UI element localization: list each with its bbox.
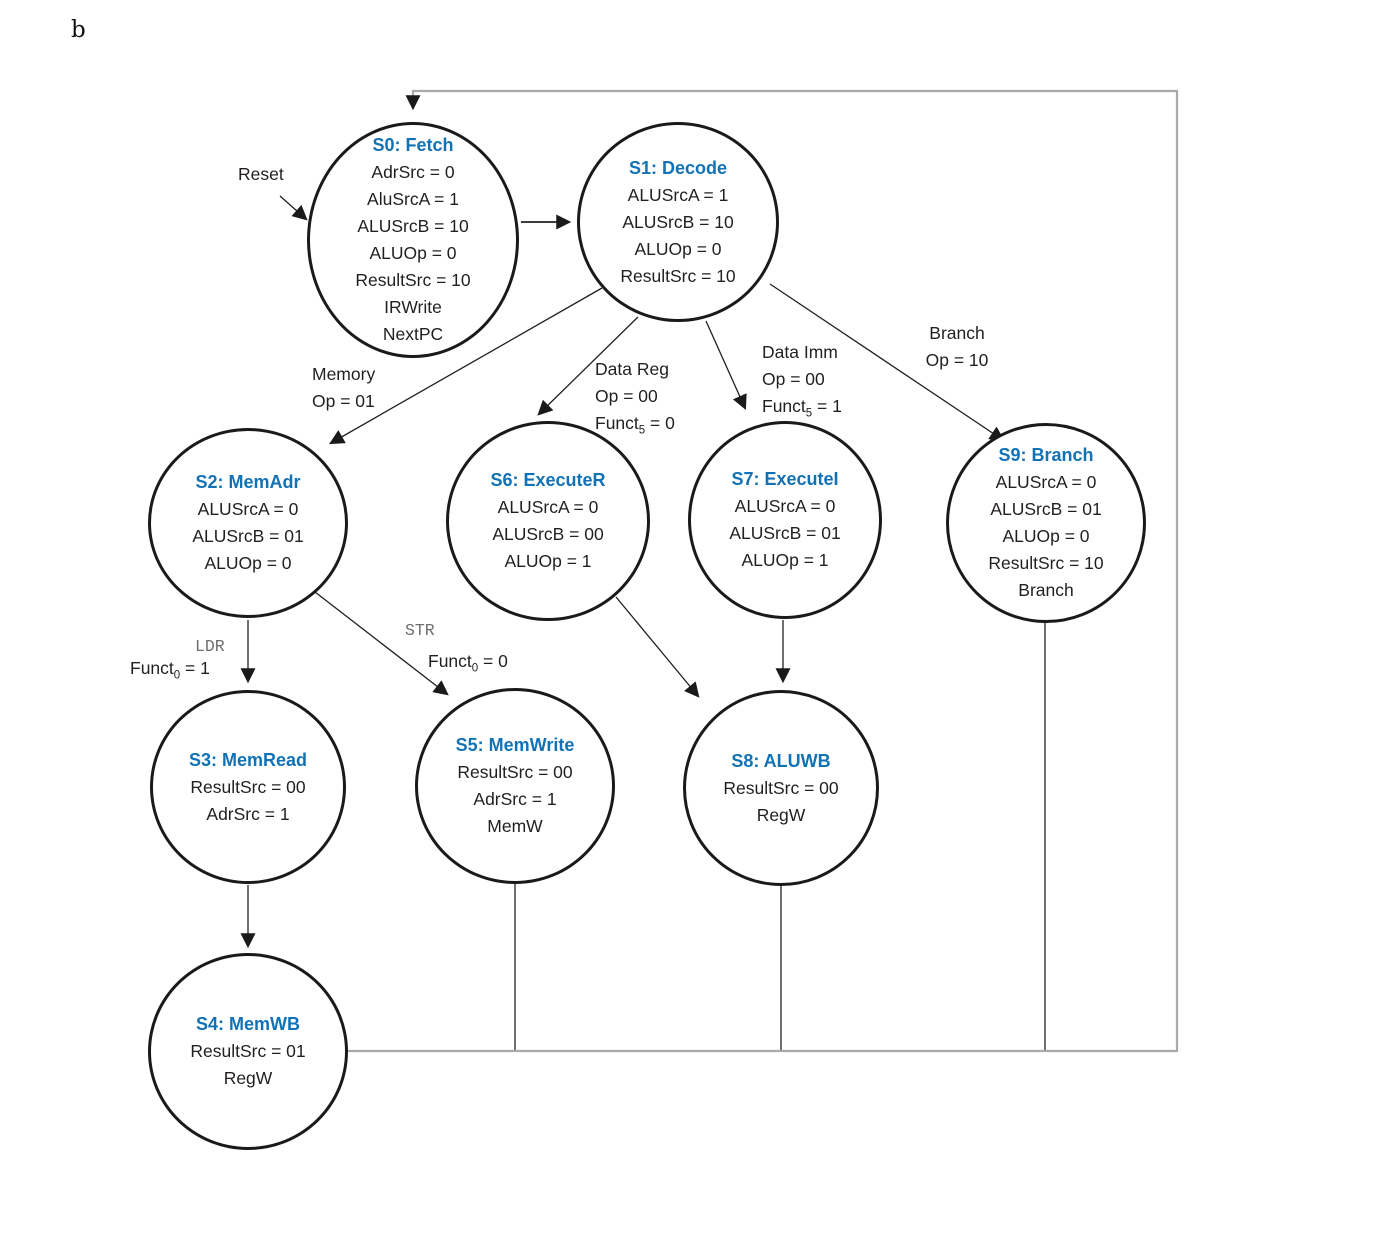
state-title: S0: Fetch	[372, 135, 454, 155]
transition-name: Data Imm	[762, 342, 838, 362]
state-line: ALUSrcA = 1	[627, 184, 729, 205]
state-line: AluSrcA = 1	[367, 189, 459, 209]
funct-subscript: 5	[805, 407, 813, 420]
state-title: S7: ExecuteI	[731, 469, 839, 489]
state-line: ResultSrc = 10	[988, 553, 1104, 573]
funct-text: Funct	[130, 658, 174, 678]
transition-condition: Funct5 = 0	[595, 410, 675, 437]
s1-to-s9-arrow	[769, 283, 1005, 442]
state-line: ALUOp = 0	[634, 238, 722, 259]
transition-condition: Op = 01	[312, 391, 375, 411]
state-title: S1: Decode	[628, 157, 728, 178]
state-s6-executer: S6: ExecuteR ALUSrcA = 0 ALUSrcB = 00 AL…	[446, 421, 650, 621]
state-line: ResultSrc = 00	[190, 776, 306, 797]
s6-to-s8-arrow	[615, 596, 700, 698]
state-line: Branch	[1018, 580, 1074, 600]
s2-to-s5-arrow	[314, 591, 449, 696]
reset-arrow	[279, 195, 308, 221]
transition-name: Memory	[312, 364, 376, 384]
data-reg-transition-label: Data Reg Op = 00 Funct5 = 0	[595, 356, 675, 437]
feedback-loop-line	[348, 89, 1179, 1053]
state-line: ResultSrc = 00	[723, 777, 839, 798]
state-line: IRWrite	[384, 297, 442, 317]
state-s3-memread: S3: MemRead ResultSrc = 00 AdrSrc = 1	[150, 690, 346, 884]
state-line: ResultSrc = 01	[190, 1041, 306, 1061]
state-line: ALUOp = 0	[369, 243, 457, 263]
state-title: S4: MemWB	[195, 1014, 300, 1034]
transition-condition: Funct5 = 1	[762, 393, 842, 420]
state-line: AdrSrc = 0	[371, 162, 455, 182]
funct-subscript: 5	[638, 424, 646, 437]
funct-text: Funct	[595, 413, 639, 433]
transition-condition: Op = 10	[925, 350, 989, 370]
state-line: ResultSrc = 10	[355, 270, 471, 290]
state-s1-decode: S1: Decode ALUSrcA = 1 ALUSrcB = 10 ALUO…	[577, 122, 779, 322]
state-line: ALUSrcB = 10	[357, 216, 469, 236]
transition-name: Data Reg	[595, 359, 669, 379]
state-line: ALUSrcA = 0	[995, 472, 1097, 492]
state-line: AdrSrc = 1	[473, 789, 557, 809]
reset-label: Reset	[238, 164, 284, 184]
state-line: MemW	[487, 816, 543, 836]
transition-condition: Op = 00	[595, 386, 658, 406]
state-line: ResultSrc = 00	[457, 762, 573, 782]
transition-name: Branch	[929, 323, 985, 343]
data-imm-transition-label: Data Imm Op = 00 Funct5 = 1	[762, 339, 842, 420]
state-title: S2: MemAdr	[195, 472, 301, 492]
state-line: NextPC	[382, 324, 444, 344]
state-s2-memadr: S2: MemAdr ALUSrcA = 0 ALUSrcB = 01 ALUO…	[148, 428, 348, 618]
state-line: ALUSrcB = 01	[990, 499, 1102, 519]
state-line: AdrSrc = 1	[206, 803, 290, 824]
figure-label: b	[71, 17, 86, 43]
state-s8-aluwb: S8: ALUWB ResultSrc = 00 RegW	[683, 690, 879, 886]
transition-condition: Op = 00	[762, 369, 825, 389]
funct-text: Funct	[762, 396, 806, 416]
s1-to-s2-arrow	[329, 287, 603, 445]
state-s4-memwb: S4: MemWB ResultSrc = 01 RegW	[148, 953, 348, 1150]
state-line: RegW	[223, 1068, 273, 1088]
state-line: ResultSrc = 10	[620, 265, 736, 286]
memory-transition-label: Memory Op = 01	[312, 361, 375, 415]
state-line: ALUOp = 0	[1002, 526, 1090, 546]
ldr-condition-label: Funct0 = 1	[130, 655, 210, 682]
state-title: S5: MemWrite	[455, 735, 575, 755]
state-line: ALUOp = 1	[741, 550, 829, 570]
state-title: S6: ExecuteR	[490, 470, 606, 490]
funct-value: = 1	[180, 658, 210, 678]
state-line: ALUSrcB = 01	[192, 526, 304, 546]
state-title: S8: ALUWB	[731, 750, 831, 771]
funct-subscript: 0	[173, 669, 181, 682]
funct-text: Funct	[428, 651, 472, 671]
s1-to-s7-arrow	[705, 320, 747, 411]
funct-value: = 0	[478, 651, 508, 671]
state-line: ALUSrcA = 0	[734, 496, 836, 516]
state-s0-fetch: S0: Fetch AdrSrc = 0 AluSrcA = 1 ALUSrcB…	[307, 122, 519, 358]
s1-to-s6-arrow	[537, 316, 639, 416]
funct-value: = 0	[645, 413, 675, 433]
state-line: RegW	[756, 804, 806, 825]
state-s7-executei: S7: ExecuteI ALUSrcA = 0 ALUSrcB = 01 AL…	[688, 421, 882, 619]
funct-value: = 1	[812, 396, 842, 416]
state-line: ALUSrcA = 0	[197, 499, 299, 519]
state-title: S3: MemRead	[188, 749, 308, 770]
funct-subscript: 0	[471, 662, 479, 675]
state-line: ALUSrcB = 01	[729, 523, 841, 543]
state-title: S9: Branch	[998, 445, 1094, 465]
state-s5-memwrite: S5: MemWrite ResultSrc = 00 AdrSrc = 1 M…	[415, 688, 615, 884]
str-mnemonic-label: STR	[405, 621, 435, 640]
state-line: ALUSrcB = 10	[622, 211, 734, 232]
state-line: ALUSrcA = 0	[497, 497, 599, 517]
branch-transition-label: Branch Op = 10	[902, 320, 1012, 374]
state-line: ALUOp = 1	[504, 551, 592, 571]
str-condition-label: Funct0 = 0	[428, 648, 508, 675]
ldr-mnemonic-label: LDR	[195, 637, 225, 656]
state-line: ALUOp = 0	[204, 553, 292, 573]
state-line: ALUSrcB = 00	[492, 524, 604, 544]
state-s9-branch: S9: Branch ALUSrcA = 0 ALUSrcB = 01 ALUO…	[946, 423, 1146, 623]
